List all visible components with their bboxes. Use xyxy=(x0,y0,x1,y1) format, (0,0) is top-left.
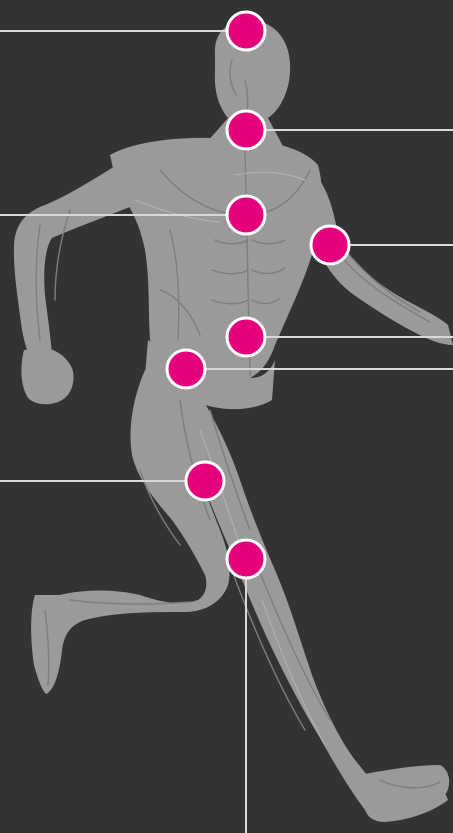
hotspot-head[interactable] xyxy=(227,12,265,50)
hotspot-neck[interactable] xyxy=(227,111,265,149)
hotspot-hip[interactable] xyxy=(167,350,205,388)
hotspot-knee[interactable] xyxy=(227,540,265,578)
hotspot-chest[interactable] xyxy=(227,196,265,234)
hotspot-abdomen[interactable] xyxy=(227,318,265,356)
hotspot-shoulder[interactable] xyxy=(311,226,349,264)
hotspot-thigh[interactable] xyxy=(186,462,224,500)
